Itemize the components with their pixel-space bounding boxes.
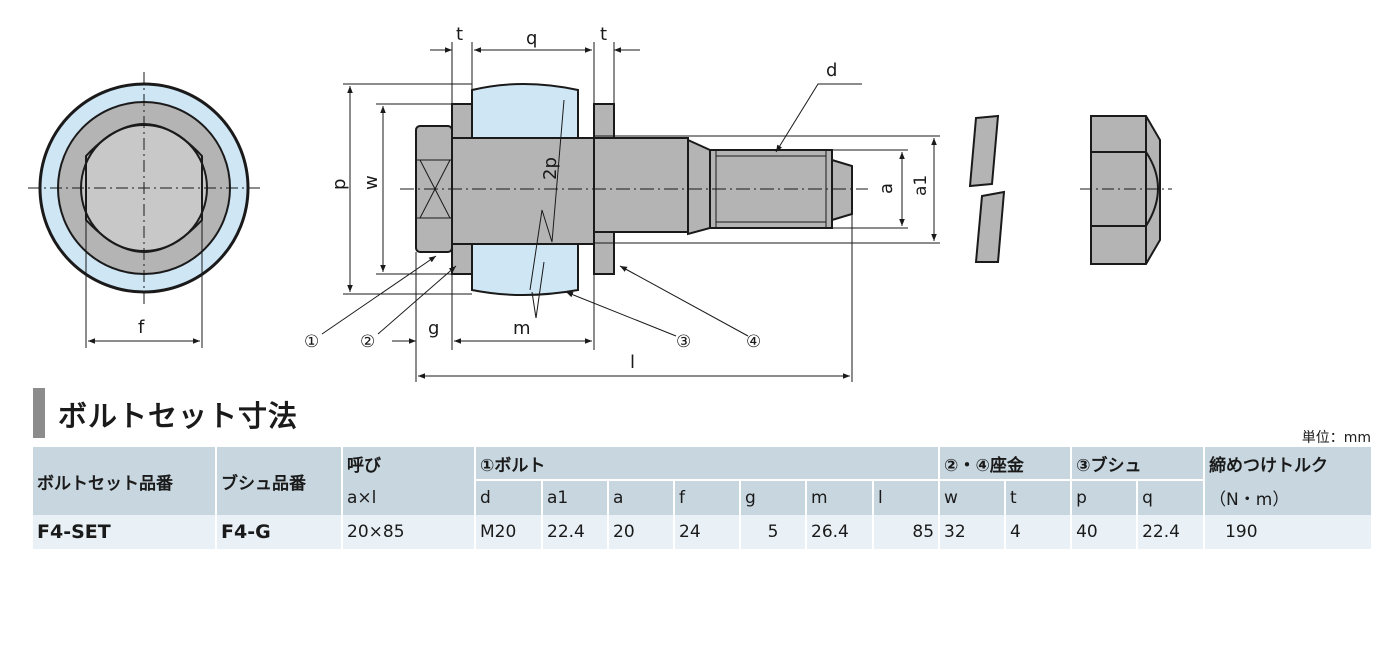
cell-l: 85 xyxy=(871,515,940,549)
cell-bushing-no: F4-G xyxy=(215,515,342,549)
header-g: g xyxy=(739,479,806,515)
cell-g: 5 xyxy=(739,515,806,549)
dim-f xyxy=(85,220,203,348)
callout-2: ② xyxy=(360,332,375,352)
label-2p: 2p xyxy=(540,157,561,180)
header-washer: ②・④座金 xyxy=(938,447,1072,480)
bolt-body xyxy=(451,137,595,245)
header-bolt-set-no: ボルトセット品番 xyxy=(33,447,216,515)
bolt-shank xyxy=(593,137,689,233)
header-torque-unit: （N・m） xyxy=(1203,480,1372,515)
cell-q: 22.4 xyxy=(1136,515,1205,549)
header-p: p xyxy=(1070,479,1138,515)
cell-p: 40 xyxy=(1070,515,1138,549)
hex-nut xyxy=(1090,115,1161,265)
header-q: q xyxy=(1136,479,1205,515)
header-t: t xyxy=(1004,479,1072,515)
unit-label: 単位：mm xyxy=(1301,430,1371,446)
callout-3: ③ xyxy=(676,332,691,352)
header-d: d xyxy=(474,479,542,515)
header-a1: a1 xyxy=(541,479,608,515)
cell-torque: 190 xyxy=(1203,515,1372,549)
table-row: F4-SET F4-G 20×85 M20 22.4 20 24 5 26.4 … xyxy=(33,515,1372,549)
label-d: d xyxy=(826,60,837,81)
header-m: m xyxy=(805,479,873,515)
header-f: f xyxy=(673,479,740,515)
header-bolt: ①ボルト xyxy=(473,447,940,480)
header-l: l xyxy=(871,479,940,515)
bolt-set-drawing: f xyxy=(28,24,1172,382)
label-t-right: t xyxy=(600,24,607,45)
header-bushing: ③ブシュ xyxy=(1070,447,1205,480)
label-t-left: t xyxy=(456,24,463,45)
label-p: p xyxy=(329,179,350,190)
label-q: q xyxy=(526,28,537,49)
cell-w: 32 xyxy=(938,515,1006,549)
label-f: f xyxy=(138,317,145,338)
label-a1: a1 xyxy=(911,175,931,196)
cell-nominal: 20×85 xyxy=(341,515,475,549)
cell-m: 26.4 xyxy=(805,515,873,549)
callout-4: ④ xyxy=(746,332,761,352)
section-title: ボルトセット寸法 xyxy=(58,399,299,433)
cell-t: 4 xyxy=(1004,515,1072,549)
header-nominal-sub: a×l xyxy=(341,480,475,515)
callout-1: ① xyxy=(304,332,319,352)
header-nominal: 呼び xyxy=(341,447,475,480)
dimension-lines xyxy=(321,42,940,382)
spring-washer xyxy=(968,114,1006,263)
cell-f: 24 xyxy=(673,515,740,549)
header-a: a xyxy=(607,479,674,515)
label-a: a xyxy=(876,183,897,194)
cell-d: M20 xyxy=(474,515,542,549)
header-torque: 締めつけトルク xyxy=(1203,447,1372,480)
end-view-centerlines xyxy=(28,72,262,304)
section-marker xyxy=(33,388,45,438)
dimension-table: ボルトセット品番 ブシュ品番 呼び ①ボルト ②・④座金 ③ブシュ 締めつけトル… xyxy=(33,447,1372,549)
cell-a: 20 xyxy=(607,515,674,549)
cell-bolt-set-no: F4-SET xyxy=(33,515,216,549)
label-g: g xyxy=(428,318,439,339)
header-w: w xyxy=(938,479,1006,515)
label-w: w xyxy=(361,175,382,190)
label-l: l xyxy=(630,352,635,373)
cell-a1: 22.4 xyxy=(541,515,608,549)
label-m: m xyxy=(513,318,531,339)
header-bushing-no: ブシュ品番 xyxy=(215,447,342,515)
